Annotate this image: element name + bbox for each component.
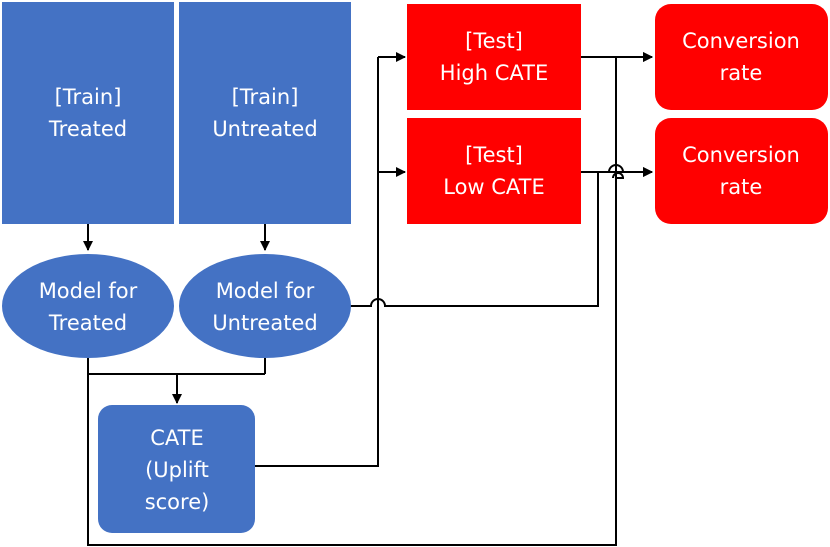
connectors — [83, 52, 653, 546]
train-untreated-box: [Train] Untreated — [179, 2, 351, 224]
conversion-high-box: Conversion rate — [655, 4, 828, 110]
conversion-low-line2: rate — [720, 175, 763, 199]
model-treated-node: Model for Treated — [2, 254, 174, 358]
cate-line2: (Uplift — [145, 458, 209, 482]
train-treated-line2: Treated — [48, 117, 127, 141]
model-treated-line2: Treated — [48, 311, 127, 335]
conversion-low-box: Conversion rate — [655, 118, 828, 224]
model-treated-line1: Model for — [39, 279, 138, 303]
cate-line1: CATE — [150, 426, 204, 450]
cate-line3: score) — [145, 490, 210, 514]
train-treated-box: [Train] Treated — [2, 2, 174, 224]
conversion-high-line1: Conversion — [682, 29, 800, 53]
model-untreated-line1: Model for — [216, 279, 315, 303]
model-untreated-node: Model for Untreated — [179, 254, 351, 358]
line-low-cate-out — [581, 164, 653, 177]
test-high-line2: High CATE — [440, 61, 548, 85]
conversion-low-line1: Conversion — [682, 143, 800, 167]
test-low-line2: Low CATE — [443, 175, 545, 199]
line-model-untreated-to-low-conversion — [350, 171, 652, 307]
train-untreated-line2: Untreated — [212, 117, 317, 141]
test-high-line1: [Test] — [465, 29, 523, 53]
train-untreated-line1: [Train] — [232, 85, 299, 109]
line-cate-to-split — [255, 57, 379, 467]
test-low-line1: [Test] — [465, 143, 523, 167]
test-low-cate-box: [Test] Low CATE — [407, 118, 581, 224]
conversion-high-line2: rate — [720, 61, 763, 85]
model-untreated-line2: Untreated — [212, 311, 317, 335]
test-high-cate-box: [Test] High CATE — [407, 4, 581, 110]
cate-box: CATE (Uplift score) — [98, 405, 255, 533]
train-treated-line1: [Train] — [55, 85, 122, 109]
